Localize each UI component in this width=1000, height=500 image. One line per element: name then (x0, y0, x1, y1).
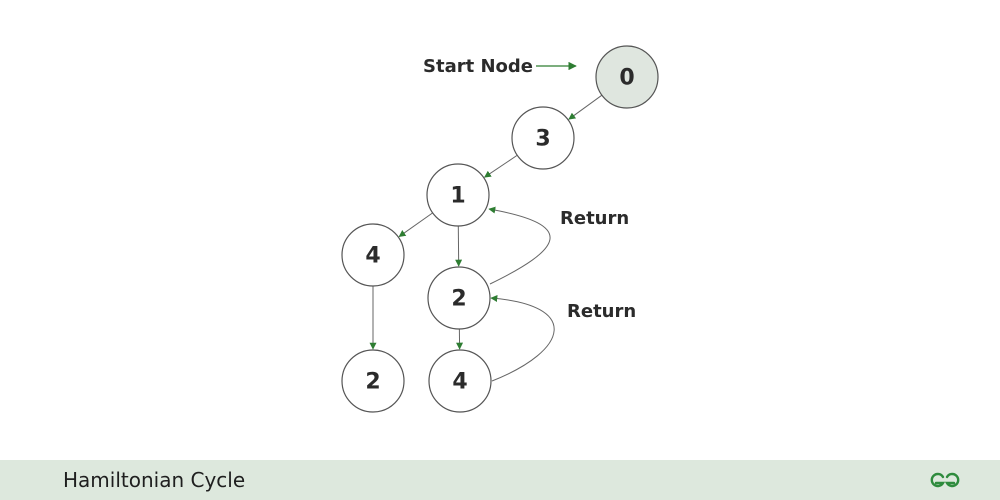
start-node-circle (595, 45, 659, 109)
graph-node: 4 (341, 223, 405, 287)
graph-node: 4 (428, 349, 492, 413)
graph-node: 0 (595, 45, 659, 109)
node-circle (341, 223, 405, 287)
graph-node: 1 (426, 163, 490, 227)
node-circle (511, 106, 575, 170)
nodes-group: 0 3 1 4 2 2 4 (341, 45, 659, 413)
edge-n0-to-n3 (568, 94, 603, 120)
node-label: 2 (451, 287, 466, 312)
node-label: 4 (365, 244, 380, 269)
node-label: 2 (365, 370, 380, 395)
edge-n3-to-n1 (483, 154, 518, 178)
node-label: 0 (619, 66, 634, 91)
return-edges-group (488, 206, 555, 382)
node-circle (341, 349, 405, 413)
node-circle (426, 163, 490, 227)
return-edge-n2a-to-n1 (488, 206, 551, 285)
edge-n1-to-n4a (398, 212, 433, 237)
edges-group (369, 94, 603, 350)
footer-bar: Hamiltonian Cycle (0, 460, 1000, 500)
node-circle (428, 349, 492, 413)
node-circle (427, 266, 491, 330)
node-label: 3 (535, 127, 550, 152)
graph-node: 2 (341, 349, 405, 413)
start-node-label: Start Node (423, 56, 533, 77)
graph-node: 3 (511, 106, 575, 170)
graph-node: 2 (427, 266, 491, 330)
return-edge-n4b-to-n2a (490, 295, 555, 382)
gfg-logo-icon (930, 472, 960, 488)
return-label: Return (567, 301, 636, 322)
node-label: 1 (450, 184, 465, 209)
return-label: Return (560, 208, 629, 229)
footer-title: Hamiltonian Cycle (63, 468, 246, 492)
node-label: 4 (452, 370, 467, 395)
